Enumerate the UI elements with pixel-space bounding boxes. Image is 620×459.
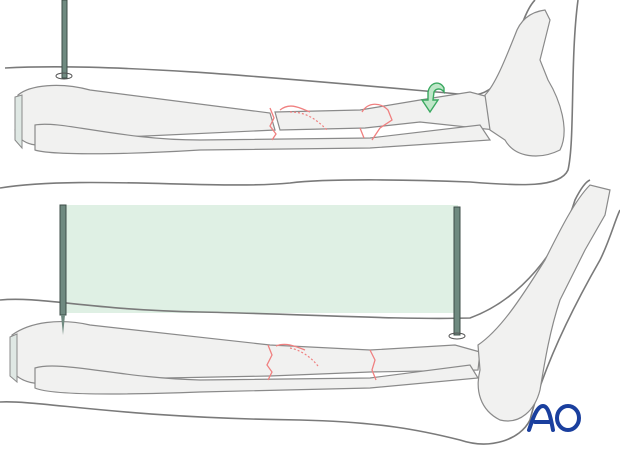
skin-outline-top <box>0 179 591 320</box>
pin-proximal <box>61 0 68 79</box>
ao-logo <box>525 398 585 438</box>
tibia <box>11 321 481 385</box>
foot-bones <box>484 9 565 157</box>
top-panel <box>0 0 579 189</box>
fracture-line <box>269 103 393 141</box>
bottom-panel <box>0 179 620 445</box>
ao-logo-mark <box>527 403 581 432</box>
fibula <box>34 123 492 155</box>
skin-outline-bottom <box>0 209 620 445</box>
knee-cartilage <box>14 94 23 150</box>
foot-bones <box>477 184 611 422</box>
knee-cartilage <box>9 333 18 384</box>
skin-outline-top <box>4 0 536 96</box>
rotation-arrow-icon <box>420 82 445 114</box>
fracture-line-dashed <box>289 111 328 131</box>
pin-proximal-tip <box>61 315 65 335</box>
pin-proximal <box>59 204 67 316</box>
fracture-line <box>266 343 377 381</box>
pin-washer <box>448 332 466 340</box>
pin-distal <box>453 206 461 336</box>
external-frame <box>62 205 458 313</box>
skin-outline-bottom <box>0 0 579 189</box>
pin-washer <box>55 72 73 80</box>
